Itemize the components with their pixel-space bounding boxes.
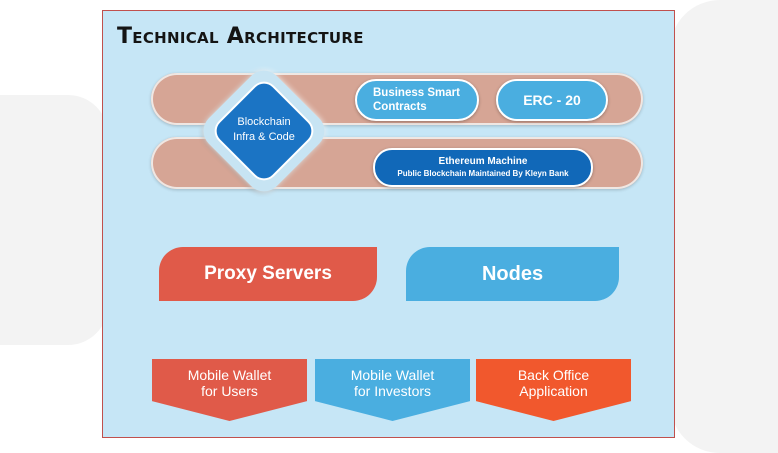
erc20-node: ERC - 20 [496,79,608,121]
diagram-title: Technical Architecture [117,24,364,49]
business-smart-contracts-line1: Business Smart [373,87,460,99]
mobile-wallet-users-line2: for Users [201,383,258,399]
ethereum-machine-subtitle: Public Blockchain Maintained By Kleyn Ba… [397,168,569,178]
ethereum-machine-node: Ethereum Machine Public Blockchain Maint… [373,148,593,187]
blockchain-infra-line1: Blockchain [237,116,291,128]
business-smart-contracts-line2: Contracts [373,101,427,113]
mobile-wallet-users-node: Mobile Wallet for Users [152,359,307,421]
nodes-node: Nodes [406,247,619,301]
business-smart-contracts-node: Business Smart Contracts [355,79,479,121]
architecture-panel: Technical Architecture Business Smart Co… [102,10,675,438]
mobile-wallet-investors-node: Mobile Wallet for Investors [315,359,470,421]
mobile-wallet-investors-line2: for Investors [353,383,432,399]
mobile-wallet-investors-line1: Mobile Wallet [350,367,435,383]
blockchain-infra-label: Blockchain Infra & Code [216,115,312,145]
back-office-node: Back Office Application [476,359,631,421]
proxy-servers-label: Proxy Servers [204,263,332,284]
erc20-label: ERC - 20 [523,92,581,108]
back-office-line1: Back Office [517,367,590,383]
blockchain-infra-line2: Infra & Code [233,131,295,143]
proxy-servers-node: Proxy Servers [159,247,377,301]
nodes-label: Nodes [481,262,544,285]
mobile-wallet-users-line1: Mobile Wallet [187,367,272,383]
background-shape-right [670,0,778,453]
ethereum-machine-title: Ethereum Machine [438,155,528,167]
back-office-line2: Application [519,383,588,399]
background-shape-left [0,95,108,345]
